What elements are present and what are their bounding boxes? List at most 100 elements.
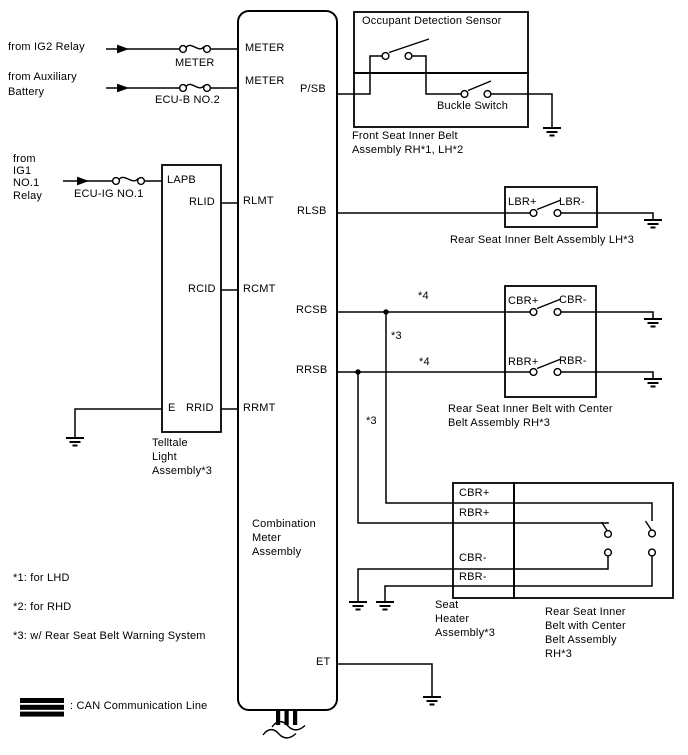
ground-symbol-telltale xyxy=(66,437,84,447)
telltale-box xyxy=(161,164,222,433)
pin-lbr-minus: LBR- xyxy=(559,196,585,208)
label-rear-lh: Rear Seat Inner Belt Assembly LH*3 xyxy=(450,234,635,246)
pin-cbr-minus: CBR- xyxy=(559,294,587,306)
wire-rlsb xyxy=(337,212,654,219)
pin-rlmt: RLMT xyxy=(243,195,274,207)
arrow-ig1-icon xyxy=(77,176,89,186)
pin-rlid: RLID xyxy=(189,196,215,208)
wire-rrsb xyxy=(337,371,654,378)
ref-star4-rrsb: *4 xyxy=(419,356,430,368)
rear-center-switch-left xyxy=(600,521,613,557)
occupant-sensor-switch xyxy=(381,38,430,61)
note-2: *2: for RHD xyxy=(13,601,72,613)
label-can-legend: : CAN Communication Line xyxy=(70,700,208,712)
arrow-aux-icon xyxy=(117,83,129,93)
rbr-switch xyxy=(529,358,562,377)
label-front-seat-1: Front Seat Inner Belt xyxy=(352,130,458,142)
label-seat-heater-1: Seat xyxy=(435,599,459,611)
wire-psb xyxy=(337,55,553,127)
label-combination-meter-3: Assembly xyxy=(252,546,302,558)
rear-rh-belt-box xyxy=(504,285,597,398)
label-fuse-meter: METER xyxy=(175,57,215,69)
ground-symbol-cbr xyxy=(644,318,662,328)
wire-e-ground xyxy=(74,408,162,437)
label-buckle-switch: Buckle Switch xyxy=(437,100,509,112)
wire-rbr-minus-return xyxy=(384,556,653,601)
label-fuse-ecu-ig: ECU-IG NO.1 xyxy=(74,188,144,200)
label-telltale-1: Telltale xyxy=(152,437,188,449)
label-rear-rh-2: Belt Assembly RH*3 xyxy=(448,417,551,429)
lbr-switch xyxy=(529,199,562,218)
heater-pin-rbr-minus: RBR- xyxy=(459,571,487,583)
ground-symbol-rbr xyxy=(644,378,662,388)
ecu-ig-fuse-symbol xyxy=(111,176,146,186)
label-rear-center-3: Belt Assembly xyxy=(545,634,617,646)
ground-symbol-rbr-minus xyxy=(376,601,394,611)
label-telltale-3: Assembly*3 xyxy=(152,465,213,477)
wire-et xyxy=(337,663,433,696)
pin-rrid: RRID xyxy=(186,402,214,414)
label-from-ig1-3: NO.1 xyxy=(13,177,40,189)
ground-symbol-cbr-minus xyxy=(349,601,367,611)
note-3: *3: w/ Rear Seat Belt Warning System xyxy=(13,630,206,642)
ref-star3-rcsb: *3 xyxy=(391,330,402,342)
label-front-seat-2: Assembly RH*1, LH*2 xyxy=(352,144,464,156)
pin-et: ET xyxy=(316,656,331,668)
label-rear-center-2: Belt with Center xyxy=(545,620,626,632)
pin-rbr-plus: RBR+ xyxy=(508,356,539,368)
label-combination-meter-2: Meter xyxy=(252,532,282,544)
front-seat-belt-box xyxy=(353,72,529,128)
pin-rcmt: RCMT xyxy=(243,283,276,295)
meter-fuse-symbol xyxy=(178,44,212,54)
pin-psb: P/SB xyxy=(300,83,326,95)
heater-pin-rbr-plus: RBR+ xyxy=(459,507,490,519)
ref-star4-rcsb: *4 xyxy=(418,290,429,302)
ground-symbol-rear-lh xyxy=(644,219,662,229)
label-telltale-2: Light xyxy=(152,451,177,463)
arrow-ig2-icon xyxy=(117,44,129,54)
pin-rcid: RCID xyxy=(188,283,216,295)
note-1: *1: for LHD xyxy=(13,572,70,584)
heater-pin-cbr-plus: CBR+ xyxy=(459,487,490,499)
pin-e: E xyxy=(168,402,176,414)
label-from-ig2-relay: from IG2 Relay xyxy=(8,41,85,53)
can-legend-icon xyxy=(20,698,64,717)
pin-meter-1: METER xyxy=(245,42,285,54)
ecu-b-fuse-symbol xyxy=(178,83,212,93)
rear-lh-belt-box xyxy=(504,186,598,228)
rear-center-switch-right xyxy=(644,520,657,557)
label-rear-rh-1: Rear Seat Inner Belt with Center xyxy=(448,403,613,415)
label-occupant-sensor: Occupant Detection Sensor xyxy=(362,15,502,27)
label-from-ig1-4: Relay xyxy=(13,190,43,202)
pin-lbr-plus: LBR+ xyxy=(508,196,537,208)
pin-rrsb: RRSB xyxy=(296,364,328,376)
wire-cbr-minus-return xyxy=(357,556,609,601)
pin-cbr-plus: CBR+ xyxy=(508,295,539,307)
rear-center-belt-box xyxy=(513,482,674,599)
label-battery: Battery xyxy=(8,86,45,98)
ref-star3-rrsb: *3 xyxy=(366,415,377,427)
can-bus-symbol xyxy=(262,710,306,739)
pin-rbr-minus: RBR- xyxy=(559,355,587,367)
ground-symbol-et xyxy=(423,696,441,706)
combination-meter-box xyxy=(237,10,338,711)
cbr-switch xyxy=(529,298,562,317)
ground-symbol-front-seat xyxy=(543,127,561,137)
label-from-auxiliary: from Auxiliary xyxy=(8,71,77,83)
pin-lapb: LAPB xyxy=(167,174,196,186)
label-seat-heater-3: Assembly*3 xyxy=(435,627,496,639)
label-from-ig1-1: from xyxy=(13,153,36,165)
pin-rcsb: RCSB xyxy=(296,304,328,316)
label-fuse-ecu-b: ECU-B NO.2 xyxy=(155,94,220,106)
label-rear-center-1: Rear Seat Inner xyxy=(545,606,626,618)
label-combination-meter-1: Combination xyxy=(252,518,316,530)
wire-rcsb xyxy=(337,311,654,318)
wire-rbr-plus-branch xyxy=(357,372,609,524)
buckle-switch xyxy=(460,80,492,99)
label-seat-heater-2: Heater xyxy=(435,613,470,625)
label-rear-center-4: RH*3 xyxy=(545,648,573,660)
pin-rrmt: RRMT xyxy=(243,402,276,414)
pin-rlsb: RLSB xyxy=(297,205,327,217)
